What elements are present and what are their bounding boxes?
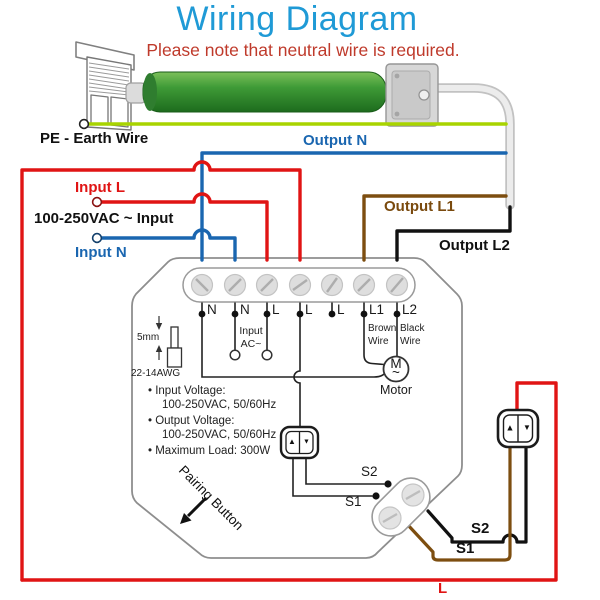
module-outline bbox=[131, 257, 463, 559]
external-switch-icon bbox=[496, 408, 540, 449]
label-output-l2: Output L2 bbox=[439, 237, 510, 254]
terminal-label-n1: N bbox=[207, 302, 217, 317]
label-brown-wire-1: Brown bbox=[368, 323, 397, 334]
terminal-label-l3: L bbox=[337, 302, 345, 317]
spec-line-5: • Maximum Load: 300W bbox=[148, 445, 271, 457]
terminal-label-out-l1: L1 bbox=[369, 302, 385, 317]
terminal-label-l1: L bbox=[272, 302, 280, 317]
wire-mains-l bbox=[20, 160, 302, 582]
label-output-n: Output N bbox=[303, 132, 368, 149]
internal-wire-l1 bbox=[363, 316, 385, 366]
label-5mm: 5mm bbox=[137, 332, 160, 343]
label-vac-input: 100-250VAC ~ Input bbox=[34, 210, 174, 227]
spec-line-2: 100-250VAC, 50/60Hz bbox=[162, 399, 277, 411]
page-subtitle: Please note that neutral wire is require… bbox=[146, 40, 460, 60]
terminal-label-out-l2: L2 bbox=[402, 302, 418, 317]
spec-line-1: • Input Voltage: bbox=[148, 385, 226, 397]
label-s2-int: S2 bbox=[361, 464, 378, 479]
wire-strip-icon bbox=[166, 326, 183, 368]
input-ac-terminal-2 bbox=[261, 349, 273, 361]
label-motor-m: M bbox=[390, 356, 402, 371]
wire-input-n bbox=[100, 228, 237, 262]
internal-wire-l bbox=[293, 316, 301, 428]
motor-cable bbox=[432, 83, 515, 210]
internal-wire-s2 bbox=[305, 456, 385, 485]
input-l-terminal-point bbox=[91, 196, 103, 208]
label-input-n: Input N bbox=[75, 244, 127, 261]
wire-output-l1 bbox=[362, 194, 508, 262]
label-black-wire-2: Wire bbox=[400, 336, 421, 347]
internal-switch-icon bbox=[279, 425, 320, 460]
down-arrow-icon: ▼ bbox=[303, 438, 310, 446]
input-n-terminal-point bbox=[91, 232, 103, 244]
label-input-ac-2: AC~ bbox=[240, 338, 262, 350]
tubular-motor bbox=[125, 63, 439, 127]
label-input-l: Input L bbox=[75, 179, 125, 196]
label-input-ac-1: Input bbox=[239, 325, 263, 337]
spec-line-4: 100-250VAC, 50/60Hz bbox=[162, 429, 277, 441]
internal-wire-s1 bbox=[292, 456, 373, 497]
label-pe-earth: PE - Earth Wire bbox=[40, 130, 149, 147]
down-arrow-icon: ▼ bbox=[523, 423, 531, 432]
input-ac-terminal-1 bbox=[229, 349, 241, 361]
terminal-label-l2: L bbox=[305, 302, 313, 317]
wire-output-n bbox=[200, 151, 508, 262]
label-output-l1: Output L1 bbox=[384, 198, 455, 215]
wire-l-loop bbox=[20, 381, 558, 582]
terminal-label-n2: N bbox=[240, 302, 250, 317]
wire-output-l2 bbox=[395, 205, 512, 262]
pairing-arrow-icon bbox=[180, 496, 208, 524]
label-s1-int: S1 bbox=[345, 494, 362, 509]
label-black-wire-1: Black bbox=[400, 323, 425, 334]
label-s1-ext: S1 bbox=[456, 540, 475, 557]
up-arrow-icon: ▲ bbox=[288, 437, 296, 446]
wire-input-l bbox=[100, 192, 269, 262]
roller-blind-icon bbox=[75, 41, 135, 131]
pe-terminal-point bbox=[78, 118, 90, 130]
label-brown-wire-2: Wire bbox=[368, 336, 389, 347]
wire-s1-brown bbox=[405, 445, 512, 562]
label-motor-tilde: ~ bbox=[392, 365, 400, 380]
up-arrow-icon: ▲ bbox=[505, 422, 515, 433]
label-line-l: L bbox=[438, 580, 448, 597]
label-motor: Motor bbox=[380, 383, 412, 397]
page-title: Wiring Diagram bbox=[176, 0, 418, 38]
motor-symbol bbox=[382, 355, 410, 383]
spec-line-3: • Output Voltage: bbox=[148, 415, 235, 427]
label-awg: 22-14AWG bbox=[131, 368, 181, 379]
label-s2-ext: S2 bbox=[471, 520, 490, 537]
